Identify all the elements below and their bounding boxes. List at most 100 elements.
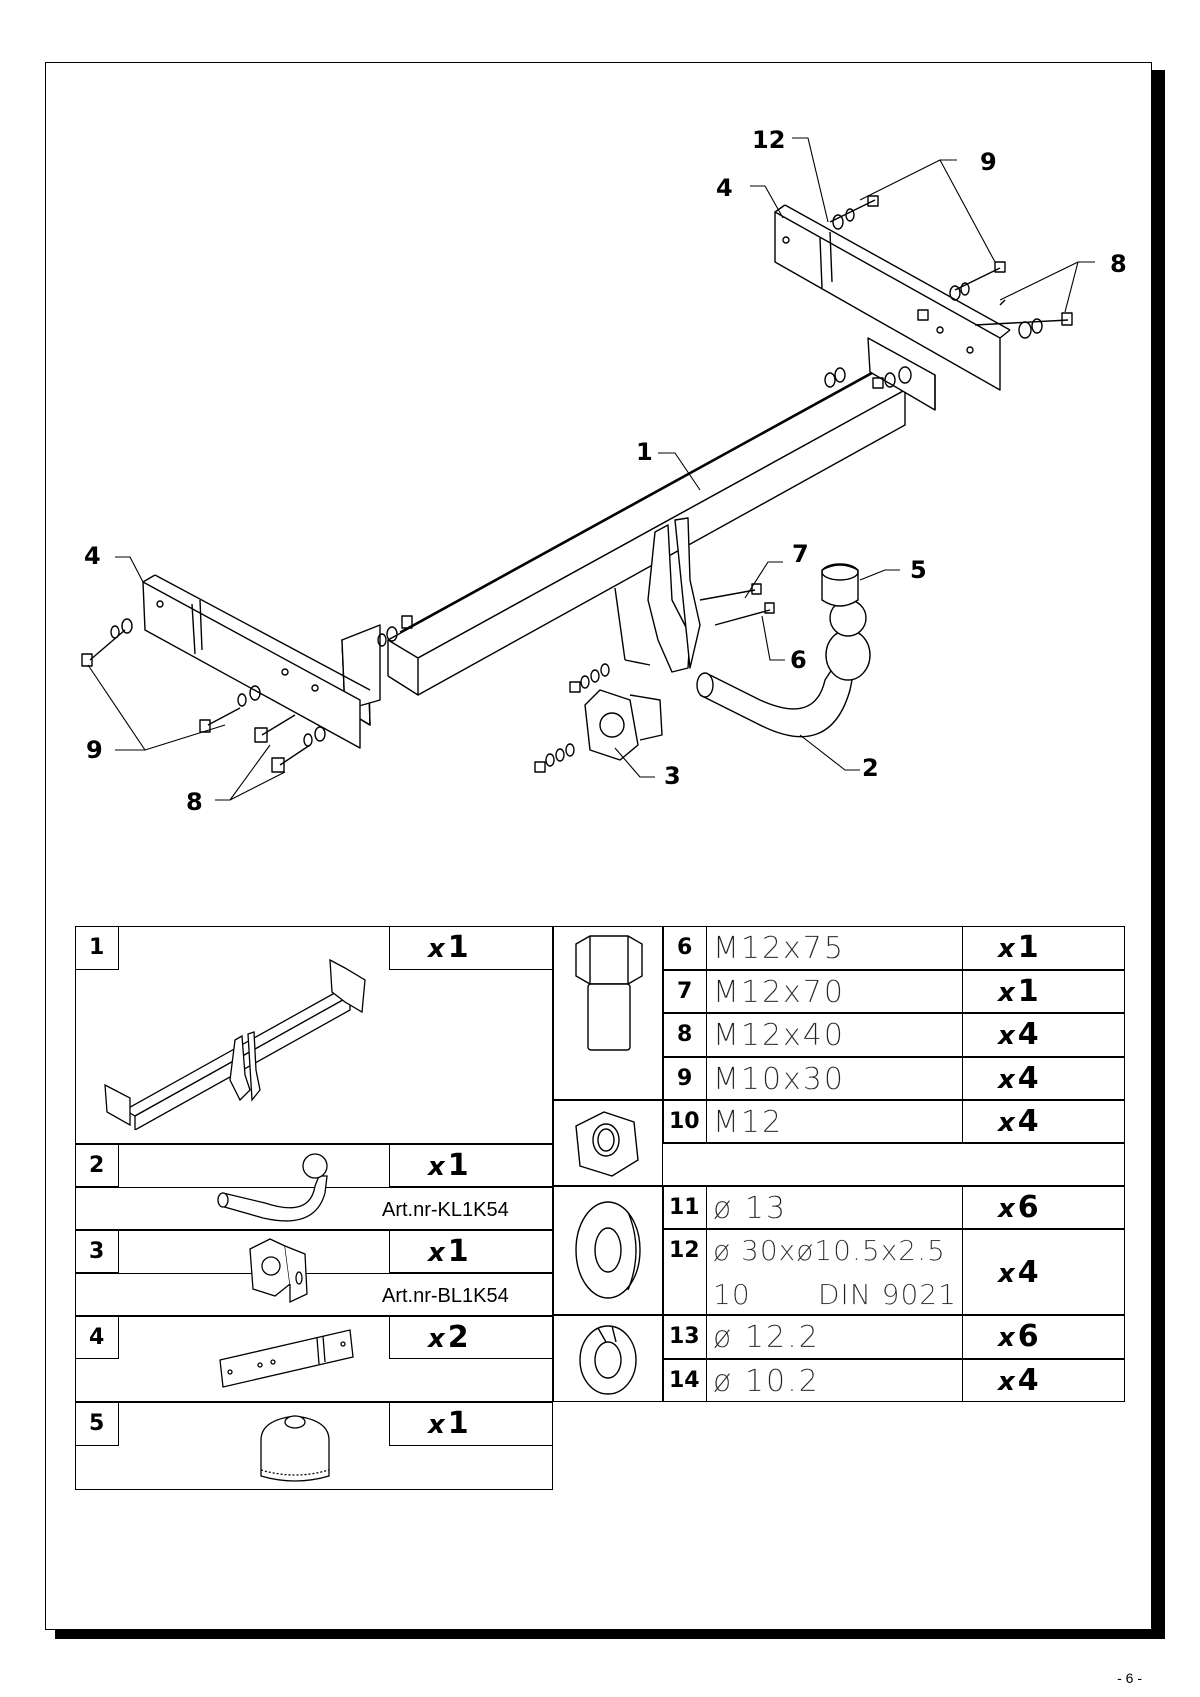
towball-neck-thumbnail [217,1153,328,1222]
part-number: 8 [677,1022,693,1047]
callout-9-top: 9 [980,148,997,176]
part-number: 12 [669,1238,700,1263]
cross-beam-thumbnail [104,958,366,1130]
spec-qty-box [962,1186,1125,1229]
spec-number-box [663,926,707,970]
cross-beam-drawing [341,337,936,726]
callout-8-left: 8 [186,788,203,816]
washer-spec-line2-size: 10 [713,1278,751,1311]
bolt-spec: M12x40 [713,1018,845,1053]
spec-qty-box [962,1359,1125,1402]
qty-box [389,1230,553,1273]
spec-number-box [663,1315,707,1359]
spec-qty-box [962,1315,1125,1359]
bolt-spec: M12x75 [713,931,845,966]
part-row-1 [75,926,553,1144]
spec-number-box [663,1013,707,1057]
spec-number-box [663,970,707,1013]
spring-washer-icon-cell [553,1315,663,1402]
part-number-box [75,926,119,970]
callout-2: 2 [862,754,879,782]
callout-9-left: 9 [86,736,103,764]
bracket-left-drawing [142,574,371,749]
bolt-spec: M10x30 [713,1062,845,1097]
callout-7: 7 [792,540,809,568]
spec-qty-box [962,970,1125,1013]
bracket-top-right-drawing [774,204,1011,391]
nut-spec: M12 [713,1105,784,1140]
part-number-box [75,1230,119,1273]
part-number: 2 [89,1153,105,1178]
part-number: 10 [669,1109,700,1134]
part-number: 13 [669,1324,700,1349]
qty-box [389,1316,553,1359]
spec-qty-box [962,926,1125,970]
spring-washer-spec: ø 12.2 [713,1320,820,1355]
towball-neck-drawing [696,599,871,738]
washer-spec: ø 13 [713,1191,788,1226]
socket-plate-drawing [584,689,663,761]
spec-qty-box [962,1013,1125,1057]
bolt-spec: M12x70 [713,975,845,1010]
qty-box [389,1144,553,1187]
qty-box [389,1402,553,1446]
callout-1: 1 [636,438,653,466]
part-number: 3 [89,1239,105,1264]
bolt-icon-cell [553,926,663,1100]
flat-washer-icon-cell [553,1186,663,1315]
spec-qty-box [962,1057,1125,1100]
spec-qty-box [962,1100,1125,1143]
callout-leader-lines [87,137,1095,801]
nut-row-spacer [663,1143,1125,1186]
spring-washer-spec: ø 10.2 [713,1364,820,1399]
article-number: Art.nr-BL1K54 [382,1285,509,1307]
nut-icon [575,1111,639,1177]
spec-number-box [663,1100,707,1143]
part-number-box [75,1402,119,1446]
part-number: 14 [669,1368,700,1393]
bolt-icon [575,935,643,1051]
qty-box [389,926,553,970]
spring-washer-icon [579,1325,637,1395]
washer-spec-line2-standard: DIN 9021 [818,1278,957,1311]
bracket-thumbnail [219,1329,354,1388]
callout-12: 12 [752,126,786,154]
part-number-box [75,1316,119,1359]
spec-number-box [663,1359,707,1402]
part-row-4 [75,1316,553,1402]
ball-cap-thumbnail [260,1415,330,1482]
spec-number-box [663,1186,707,1229]
page-number: - 6 - [1117,1670,1142,1686]
callout-8-top: 8 [1110,250,1127,278]
callout-4-left: 4 [84,542,101,570]
spec-number-box [663,1229,707,1315]
spec-qty-box [962,1229,1125,1315]
art-number-divider [75,1273,553,1316]
socket-plate-thumbnail [249,1238,308,1304]
flat-washer-icon [575,1201,641,1299]
part-number: 5 [89,1411,105,1436]
callout-6: 6 [790,646,807,674]
part-number: 4 [89,1325,105,1350]
nut-icon-cell [553,1100,663,1186]
art-number-divider [75,1187,553,1230]
washer-spec: ø 30xø10.5x2.5 [713,1234,946,1267]
callout-5: 5 [910,556,927,584]
callout-3: 3 [664,762,681,790]
part-number: 6 [677,935,693,960]
part-number: 7 [677,979,693,1004]
